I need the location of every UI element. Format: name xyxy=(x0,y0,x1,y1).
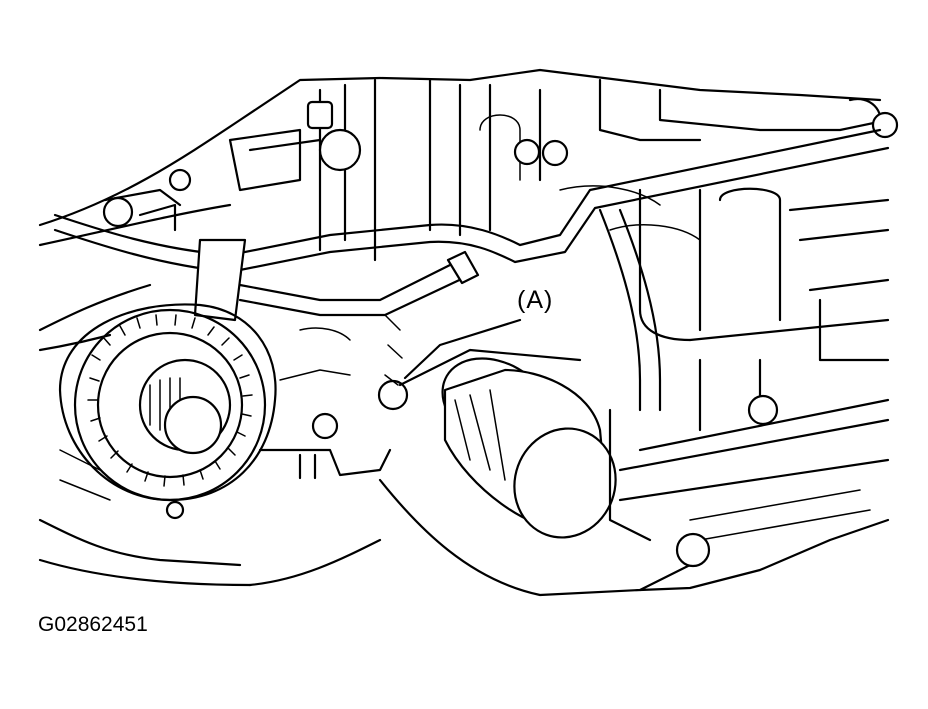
figure-id: G02862451 xyxy=(38,613,148,636)
bolts xyxy=(102,100,899,568)
oil-filter xyxy=(398,348,652,542)
engine-block-outline xyxy=(38,68,890,597)
block-details xyxy=(59,314,403,501)
callout-leader-line xyxy=(403,318,522,380)
gear-housing xyxy=(58,303,392,502)
cylinder-head-area xyxy=(228,78,890,432)
callout-label-a: (A) xyxy=(517,286,554,314)
oil-pipes xyxy=(53,128,890,412)
